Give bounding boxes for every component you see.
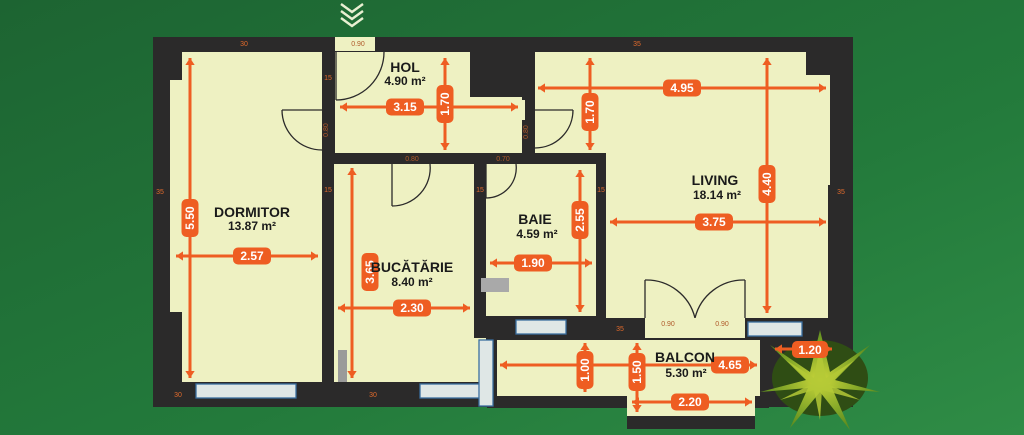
door-label-entrance: 0.90 — [351, 41, 365, 48]
wall-label-bottom-left: 30 — [174, 392, 182, 399]
dimension-value: 1.90 — [521, 256, 545, 270]
dimension-value: 1.20 — [798, 343, 822, 357]
dimension-value: 1.70 — [438, 92, 452, 116]
door-labels: 0.90 0.80 0.80 0.70 0.80 0.90 0.90 — [323, 41, 729, 328]
door-label-balcon-right: 0.90 — [715, 321, 729, 328]
dimension-label-baie-h: 2.55 — [571, 201, 589, 239]
dimension-value: 2.55 — [573, 208, 587, 232]
dimension-label-balcon-corner: 1.20 — [775, 341, 832, 358]
dimension-label-living-w: 3.75 — [695, 213, 733, 231]
wall-label-hol-side: 15 — [324, 75, 332, 82]
wall-label-bottom-right: 30 — [369, 392, 377, 399]
wall-label-baie-side: 15 — [476, 187, 484, 194]
dimension-label-hol-h: 1.70 — [436, 85, 454, 123]
wall-label-left: 35 — [156, 189, 164, 196]
room-area-living: 18.14 m² — [693, 188, 741, 202]
room-name-living: LIVING — [692, 172, 739, 188]
wall-label-balcon-side: 35 — [616, 326, 624, 333]
room-name-bucatarie: BUCĂTĂRIE — [371, 259, 453, 275]
dimension-label-living-h: 4.40 — [758, 165, 776, 203]
dimension-value: 1.70 — [583, 100, 597, 124]
dimension-label-bucatarie-h: 3.65 — [361, 253, 379, 291]
plant-icon — [760, 330, 880, 430]
dimension-value: 4.40 — [760, 172, 774, 196]
room-name-hol: HOL — [390, 59, 420, 75]
dimension-label-dormitor-w: 2.57 — [233, 247, 271, 265]
room-name-balcon: BALCON — [655, 349, 715, 365]
dimension-value: 1.50 — [630, 360, 644, 384]
dimension-arrow-baie-h — [575, 170, 585, 312]
dimension-value: 4.95 — [670, 81, 694, 95]
door-label-bucatarie: 0.80 — [405, 156, 419, 163]
dimension-label-balcon-w1: 4.65 — [711, 356, 749, 374]
dimension-arrow-bucatarie-h — [347, 168, 357, 378]
wall-label-bucatarie-side: 15 — [324, 187, 332, 194]
room-name-dormitor: DORMITOR — [214, 204, 290, 220]
door-label-balcon-left: 0.90 — [661, 321, 675, 328]
dimension-label-bucatarie-w: 2.30 — [393, 299, 431, 317]
room-area-balcon: 5.30 m² — [665, 366, 706, 380]
door-label-dormitor: 0.80 — [323, 123, 330, 137]
dimension-value: 2.57 — [240, 249, 264, 263]
dimension-value: 3.75 — [702, 215, 726, 229]
entrance-chevrons-icon — [340, 3, 364, 28]
floor — [170, 52, 830, 416]
dimension-value: 2.30 — [400, 301, 424, 315]
dimension-value: 4.65 — [718, 358, 742, 372]
dimension-label-balcon-w2: 2.20 — [671, 393, 709, 411]
dimension-label-balcon-h2: 1.50 — [628, 353, 646, 391]
dimension-arrow-hol-w — [340, 102, 518, 112]
dimension-label-living-top-w: 4.95 — [663, 79, 701, 97]
door-label-baie-top: 0.70 — [496, 156, 510, 163]
dimension-label-baie-w: 1.90 — [514, 254, 552, 272]
wall-thickness-labels: 30 35 30 30 35 35 15 15 15 15 35 — [156, 41, 845, 399]
room-name-baie: BAIE — [518, 211, 551, 227]
wall-label-top-left: 30 — [240, 41, 248, 48]
dimension-labels: 5.50 2.57 3.15 1.70 3.65 2.30 2.55 1.90 4.95 1.70… — [181, 79, 832, 411]
dimension-label-dormitor-h: 5.50 — [181, 199, 199, 237]
wall-label-top-right: 35 — [633, 41, 641, 48]
room-area-hol: 4.90 m² — [384, 74, 425, 88]
doors — [281, 37, 746, 338]
dimension-label-balcon-h1: 1.00 — [576, 351, 594, 389]
room-area-bucatarie: 8.40 m² — [391, 275, 432, 289]
dimension-value: 3.15 — [393, 100, 417, 114]
dimension-value: 3.65 — [363, 260, 377, 284]
dimension-value: 5.50 — [183, 206, 197, 230]
door-label-baie-side: 0.80 — [523, 125, 530, 139]
room-area-dormitor: 13.87 m² — [228, 219, 276, 233]
dimension-label-hol-w: 3.15 — [386, 98, 424, 116]
wall-label-baie-right: 15 — [597, 187, 605, 194]
wall-label-right: 35 — [837, 189, 845, 196]
dimension-label-living-left-h: 1.70 — [581, 93, 599, 131]
dimension-value: 1.00 — [578, 358, 592, 382]
dimension-value: 2.20 — [678, 395, 702, 409]
windows — [195, 278, 803, 407]
room-labels: DORMITOR 13.87 m² HOL 4.90 m² BUCĂTĂRIE … — [214, 59, 741, 380]
room-area-baie: 4.59 m² — [516, 227, 557, 241]
